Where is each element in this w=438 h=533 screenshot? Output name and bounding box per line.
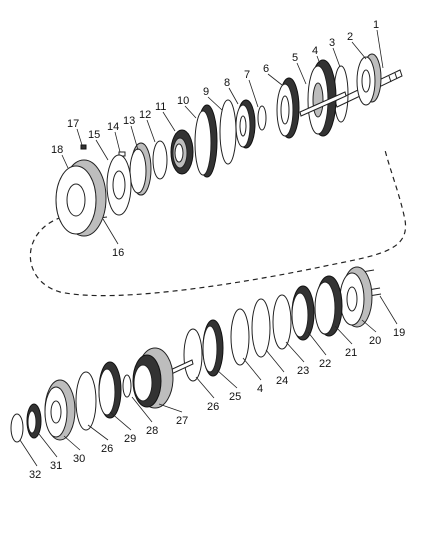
part-15-plate (106, 154, 132, 216)
part-11-sprag (170, 129, 194, 175)
callout-23: 23 (297, 365, 309, 377)
part-12-snap-ring (152, 140, 168, 180)
part-32-snap-ring (10, 413, 24, 443)
callout-21: 21 (345, 347, 357, 359)
callout-22: 22 (319, 358, 331, 370)
callout-15: 15 (88, 129, 100, 141)
callout-9: 9 (203, 86, 209, 98)
callout-labels: 1 2 3 4 5 6 7 8 9 10 11 12 13 14 15 17 1… (29, 19, 405, 481)
callout-10: 10 (177, 95, 189, 107)
callout-1: 1 (373, 19, 379, 31)
callout-3: 3 (329, 37, 335, 49)
callout-4-lower: 4 (257, 383, 263, 395)
part-29-gear (98, 361, 122, 419)
leader-lines (19, 29, 398, 467)
part-4-lower-ring (230, 308, 250, 366)
callout-8: 8 (224, 77, 230, 89)
part-20-carrier (339, 266, 373, 328)
callout-7: 7 (244, 69, 250, 81)
part-26-snap-ring-b (75, 371, 97, 431)
part-6-gear (276, 77, 300, 139)
part-26-snap-ring-a (183, 328, 203, 382)
part-22-gear (291, 285, 315, 341)
part-8-gear (235, 99, 256, 149)
part-24-snap-ring (251, 298, 271, 358)
callout-27: 27 (176, 415, 188, 427)
callout-18: 18 (51, 144, 63, 156)
part-28-ring (122, 374, 132, 398)
callout-4-upper: 4 (312, 45, 318, 57)
part-17-fitting (80, 144, 87, 150)
part-2-gear (356, 53, 382, 106)
connector-dashed-line (29, 149, 407, 297)
callout-25: 25 (229, 391, 241, 403)
callout-11: 11 (155, 101, 166, 113)
callout-29: 29 (124, 433, 136, 445)
part-25-clutch-pack (202, 319, 224, 377)
callout-19: 19 (393, 327, 405, 339)
part-23-snap-ring (272, 294, 292, 350)
part-30-carrier (44, 379, 76, 441)
callout-2: 2 (347, 31, 353, 43)
callout-6: 6 (263, 63, 269, 75)
part-31-washer (26, 403, 42, 439)
callout-20: 20 (369, 335, 381, 347)
callout-12: 12 (139, 109, 151, 121)
part-5-shaft (299, 91, 347, 117)
part-18-housing (55, 159, 107, 237)
callout-30: 30 (73, 453, 85, 465)
part-10-plate (194, 104, 218, 178)
callout-14: 14 (107, 121, 119, 133)
part-9-snap-ring (219, 99, 237, 165)
callout-16: 16 (112, 247, 124, 259)
callout-13: 13 (123, 115, 135, 127)
callout-17: 17 (67, 118, 79, 130)
callout-28: 28 (146, 425, 158, 437)
callout-26-lower: 26 (101, 443, 113, 455)
callout-5: 5 (292, 52, 298, 64)
part-27-drum (132, 347, 194, 409)
part-21-housing (314, 275, 343, 337)
part-13-piston (129, 142, 152, 196)
part-7-ring (257, 105, 267, 131)
callout-26-upper: 26 (207, 401, 219, 413)
callout-24: 24 (276, 375, 288, 387)
callout-32: 32 (29, 469, 41, 481)
callout-31: 31 (50, 460, 62, 472)
